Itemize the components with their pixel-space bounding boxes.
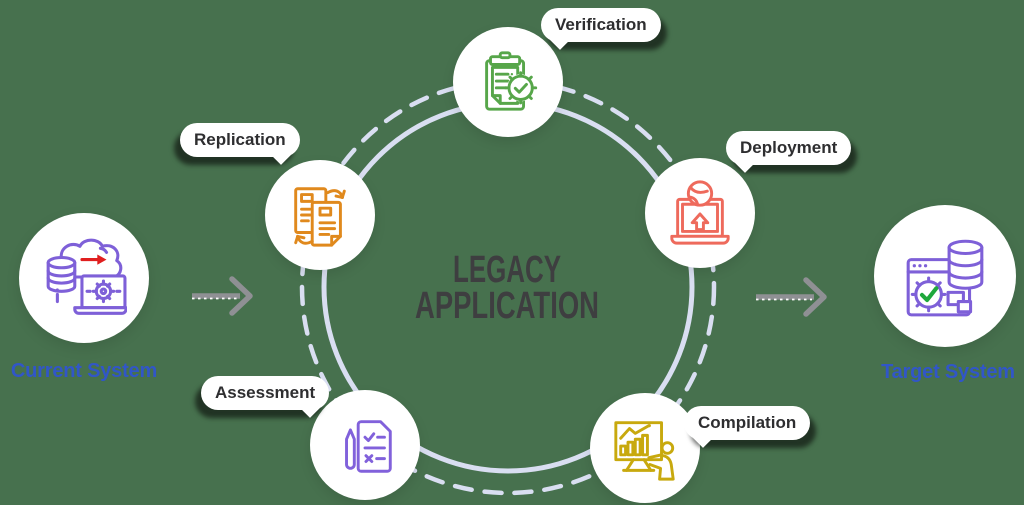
- node-compilation: [590, 393, 700, 503]
- laptop-globe-upload-icon: [670, 180, 730, 245]
- current-system-label: Current System: [10, 360, 158, 382]
- node-replication: [265, 160, 375, 270]
- replication-label: Replication: [194, 130, 286, 149]
- node-verification: [453, 27, 563, 137]
- node-deployment: [645, 158, 755, 268]
- cloud-migration-database-laptop-icon: [46, 238, 127, 315]
- chart-presenter-icon: [614, 421, 675, 481]
- compilation-pill: Compilation: [684, 406, 811, 440]
- verified-window-database-icon: [906, 239, 984, 317]
- node-assessment: [310, 390, 420, 500]
- center-title: LEGACY APPLICATION: [415, 249, 599, 327]
- title-line-2: APPLICATION: [415, 285, 599, 327]
- flow-arrow-right-icon: [756, 277, 827, 317]
- flow-arrow-left-icon: [192, 276, 253, 316]
- title-line-1: LEGACY: [453, 249, 561, 291]
- assessment-label: Assessment: [215, 383, 316, 402]
- compilation-label: Compilation: [698, 413, 797, 432]
- current-system-circle: [19, 213, 149, 343]
- deployment-label: Deployment: [740, 138, 838, 157]
- checklist-pen-icon: [345, 420, 392, 473]
- replication-pill: Replication: [180, 123, 300, 157]
- documents-sync-icon: [294, 187, 346, 247]
- verification-label: Verification: [555, 15, 647, 34]
- target-system-circle: [874, 205, 1016, 347]
- verification-pill: Verification: [541, 8, 661, 42]
- clipboard-gear-check-icon: [485, 51, 538, 111]
- assessment-pill: Assessment: [201, 376, 330, 410]
- target-system-label: Target System: [881, 361, 1015, 383]
- deployment-pill: Deployment: [726, 131, 852, 165]
